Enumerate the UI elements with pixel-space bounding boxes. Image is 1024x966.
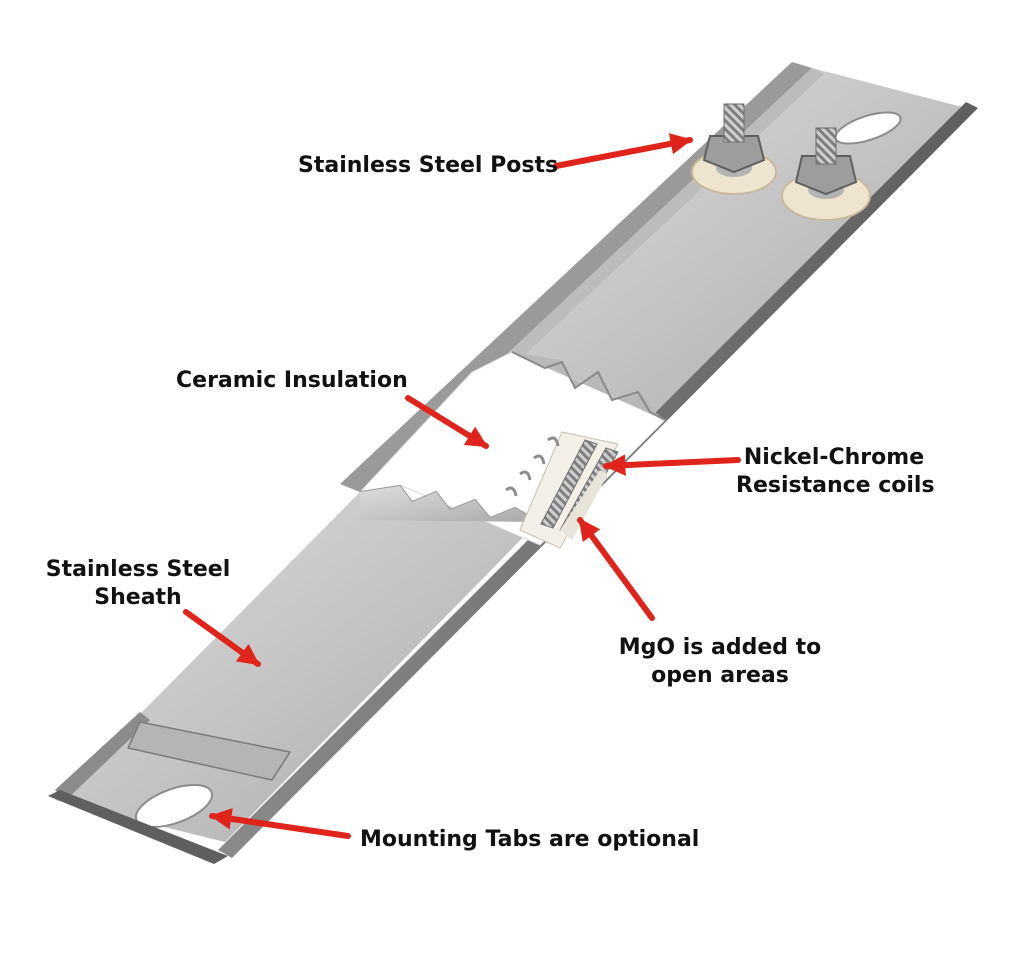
- post-2-thread: [815, 127, 837, 165]
- groove-4: [505, 486, 518, 497]
- upper-plate-torn-outline: [511, 351, 666, 421]
- arrow-posts: [553, 133, 693, 169]
- sheath-bottom-lip: [48, 790, 228, 864]
- mgo-fill: [560, 470, 608, 540]
- arrow-coils: [603, 454, 741, 476]
- groove-1: [547, 436, 560, 447]
- callout-arrows: [183, 133, 741, 839]
- upper-plate-torn-edge: [512, 352, 665, 420]
- stainless-steel-post-1: [691, 103, 777, 195]
- label-mgo-line2: open areas: [651, 663, 789, 688]
- label-mounting-tabs: Mounting Tabs are optional: [360, 826, 699, 854]
- terminal-end: [691, 103, 902, 221]
- arrow-tabs: [209, 808, 351, 839]
- post-2-nut: [794, 155, 858, 196]
- lower-plate-torn-fill: [360, 486, 540, 522]
- arrow-ceramic: [405, 395, 489, 449]
- mounting-tab-ramp: [126, 721, 292, 781]
- label-ceramic-text: Ceramic Insulation: [176, 368, 408, 393]
- post-1-thread: [723, 103, 745, 143]
- label-coils-line1: Nickel-Chrome: [743, 445, 925, 470]
- coil-1: [540, 439, 598, 529]
- arrow-mgo: [577, 517, 655, 621]
- label-sheath-line2: Sheath: [94, 585, 182, 610]
- label-posts-text: Stainless Steel Posts: [298, 153, 559, 178]
- arrow-sheath: [183, 609, 261, 667]
- label-tabs-text: Mounting Tabs are optional: [360, 827, 700, 852]
- label-mgo: MgO is added to open areas: [610, 634, 830, 690]
- label-coils-line2: Resistance coils: [736, 473, 935, 498]
- post-1-nut: [702, 135, 766, 174]
- label-ceramic-insulation: Ceramic Insulation: [176, 367, 408, 395]
- label-mgo-line1: MgO is added to: [618, 635, 822, 660]
- mounting-tab-end: [48, 712, 292, 864]
- label-stainless-steel-sheath: Stainless Steel Sheath: [40, 556, 236, 612]
- cutaway-section: [358, 351, 666, 549]
- label-nickel-chrome-coils: Nickel-Chrome Resistance coils: [736, 444, 935, 500]
- groove-3: [519, 470, 532, 481]
- groove-2: [533, 454, 546, 465]
- sheath-end-wall: [55, 712, 150, 800]
- ceramic-grooves: [505, 436, 560, 497]
- mounting-tab-slot: [134, 783, 214, 829]
- stainless-steel-post-2: [781, 127, 871, 221]
- sheath-upper-plate: [512, 68, 966, 420]
- label-sheath-line1: Stainless Steel: [45, 557, 231, 582]
- label-stainless-steel-posts: Stainless Steel Posts: [298, 152, 558, 180]
